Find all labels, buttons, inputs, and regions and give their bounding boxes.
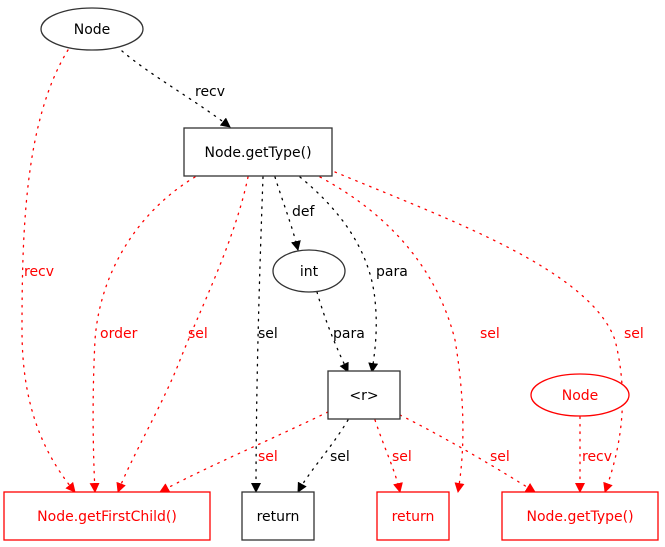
edge-label: para xyxy=(376,264,408,280)
node-label: Node xyxy=(562,388,599,404)
node-ellipse xyxy=(40,7,144,51)
edge-line xyxy=(319,176,465,493)
edge-line xyxy=(159,411,329,493)
edge-para: para xyxy=(316,291,365,373)
edge-line xyxy=(251,176,264,493)
edge-label: para xyxy=(333,326,365,342)
graph-node: int xyxy=(272,249,346,293)
edge-label: def xyxy=(292,204,316,220)
edge-recv: recv xyxy=(121,50,231,128)
graph-node: <r> xyxy=(327,370,401,420)
node-label: int xyxy=(300,264,319,280)
edge-line xyxy=(374,419,403,493)
edge-line xyxy=(299,176,379,373)
edge-label: sel xyxy=(490,449,510,465)
edge-line xyxy=(334,171,624,493)
node-label: Node.getType() xyxy=(204,145,311,161)
edge-sel: sel xyxy=(251,176,278,493)
graph-node: return xyxy=(241,491,315,541)
edge-sel: sel xyxy=(159,411,329,493)
graph-node: return xyxy=(376,491,450,541)
edge-label: sel xyxy=(480,326,500,342)
edge-line xyxy=(399,414,536,493)
node-box xyxy=(241,491,315,541)
node-ellipse xyxy=(272,249,346,293)
node-label: return xyxy=(257,509,300,525)
edge-label: recv xyxy=(582,449,612,465)
edge-label: order xyxy=(100,326,138,342)
edge-recv: recv xyxy=(575,416,612,493)
edge-line xyxy=(274,176,301,251)
graph-node: Node.getType() xyxy=(183,127,333,177)
node-label: Node.getType() xyxy=(526,509,633,525)
edge-label: sel xyxy=(624,326,644,342)
edge-label: sel xyxy=(258,449,278,465)
edge-sel: sel xyxy=(334,171,644,493)
edge-sel: sel xyxy=(116,176,249,493)
edge-line xyxy=(116,176,249,493)
edge-sel: sel xyxy=(319,176,500,493)
graph-node: Node xyxy=(40,7,144,51)
edge-sel: sel xyxy=(297,419,350,493)
node-box xyxy=(376,491,450,541)
node-box xyxy=(327,370,401,420)
edge-recv: recv xyxy=(21,49,76,493)
edge-label: sel xyxy=(188,326,208,342)
graph-node: Node xyxy=(530,373,630,417)
edge-label: sel xyxy=(258,326,278,342)
edge-def: def xyxy=(274,176,316,251)
edge-line xyxy=(21,49,76,493)
node-label: Node.getFirstChild() xyxy=(37,509,177,525)
edge-sel: sel xyxy=(399,414,536,493)
node-box xyxy=(183,127,333,177)
edge-sel: sel xyxy=(374,419,412,493)
node-label: <r> xyxy=(349,388,378,404)
node-box xyxy=(3,491,211,541)
graph-node: Node.getType() xyxy=(501,491,659,541)
edge-label: recv xyxy=(24,264,54,280)
edge-para: para xyxy=(299,176,408,373)
edge-order: order xyxy=(89,176,196,493)
node-label: Node xyxy=(74,22,111,38)
edge-line xyxy=(316,291,349,373)
node-ellipse xyxy=(530,373,630,417)
graph-node: Node.getFirstChild() xyxy=(3,491,211,541)
edge-label: sel xyxy=(330,449,350,465)
node-box xyxy=(501,491,659,541)
edge-label: sel xyxy=(392,449,412,465)
edge-label: recv xyxy=(195,84,225,100)
node-label: return xyxy=(392,509,435,525)
